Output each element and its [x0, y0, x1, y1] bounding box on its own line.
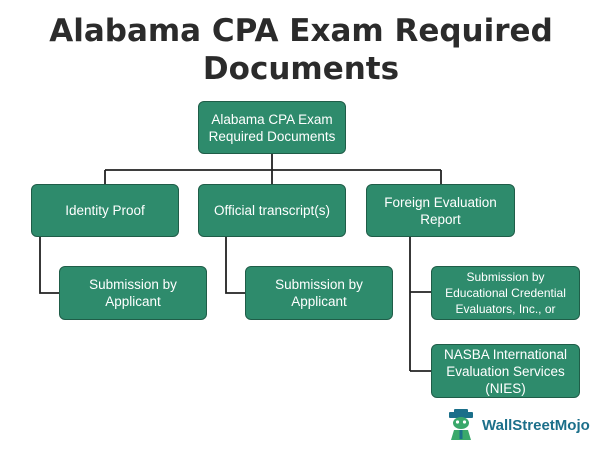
- foreign-line-1: Foreign Evaluation: [384, 194, 497, 210]
- nies-line-3: (NIES): [485, 380, 526, 396]
- elbow-identity: [39, 237, 59, 294]
- identity-sub-line-2: Applicant: [105, 294, 161, 309]
- page-title: Alabama CPA Exam Required Documents: [0, 12, 602, 88]
- elbow-transcript: [225, 237, 245, 294]
- transcript-sub-line-2: Applicant: [291, 294, 347, 309]
- identity-line-1: Identity Proof: [65, 203, 145, 218]
- foreign-line-2: Report: [420, 211, 461, 227]
- ece-submission-node: Submission by Educational Credential Eva…: [431, 266, 580, 320]
- root-node: Alabama CPA Exam Required Documents: [198, 101, 346, 154]
- wallstreetmojo-logo-icon: [449, 409, 473, 440]
- title-line-2: Documents: [202, 51, 400, 87]
- official-transcript-node: Official transcript(s): [198, 184, 346, 237]
- identity-proof-node: Identity Proof: [31, 184, 179, 237]
- nies-line-2: Evaluation Services: [446, 363, 565, 379]
- identity-sub-line-1: Submission by: [89, 277, 177, 292]
- ece-line-3: Evaluators, Inc., or: [455, 302, 556, 316]
- transcript-line-1: Official transcript(s): [213, 203, 331, 218]
- nies-line-1: NASBA International: [443, 346, 568, 362]
- transcript-sub-line-1: Submission by: [275, 277, 363, 292]
- nies-node: NASBA International Evaluation Services …: [431, 344, 580, 398]
- ece-line-2: Educational Credential: [445, 286, 566, 300]
- root-line-1: Alabama CPA Exam: [211, 111, 333, 127]
- transcript-submission-node: Submission by Applicant: [245, 266, 393, 320]
- ece-line-1: Submission by: [466, 270, 545, 284]
- wallstreetmojo-logo: WallStreetMojo: [446, 408, 590, 442]
- foreign-evaluation-node: Foreign Evaluation Report: [366, 184, 515, 237]
- identity-submission-node: Submission by Applicant: [59, 266, 207, 320]
- logo-text: WallStreetMojo: [482, 416, 590, 434]
- title-line-1: Alabama CPA Exam Required: [49, 13, 553, 49]
- root-line-2: Required Documents: [208, 128, 336, 144]
